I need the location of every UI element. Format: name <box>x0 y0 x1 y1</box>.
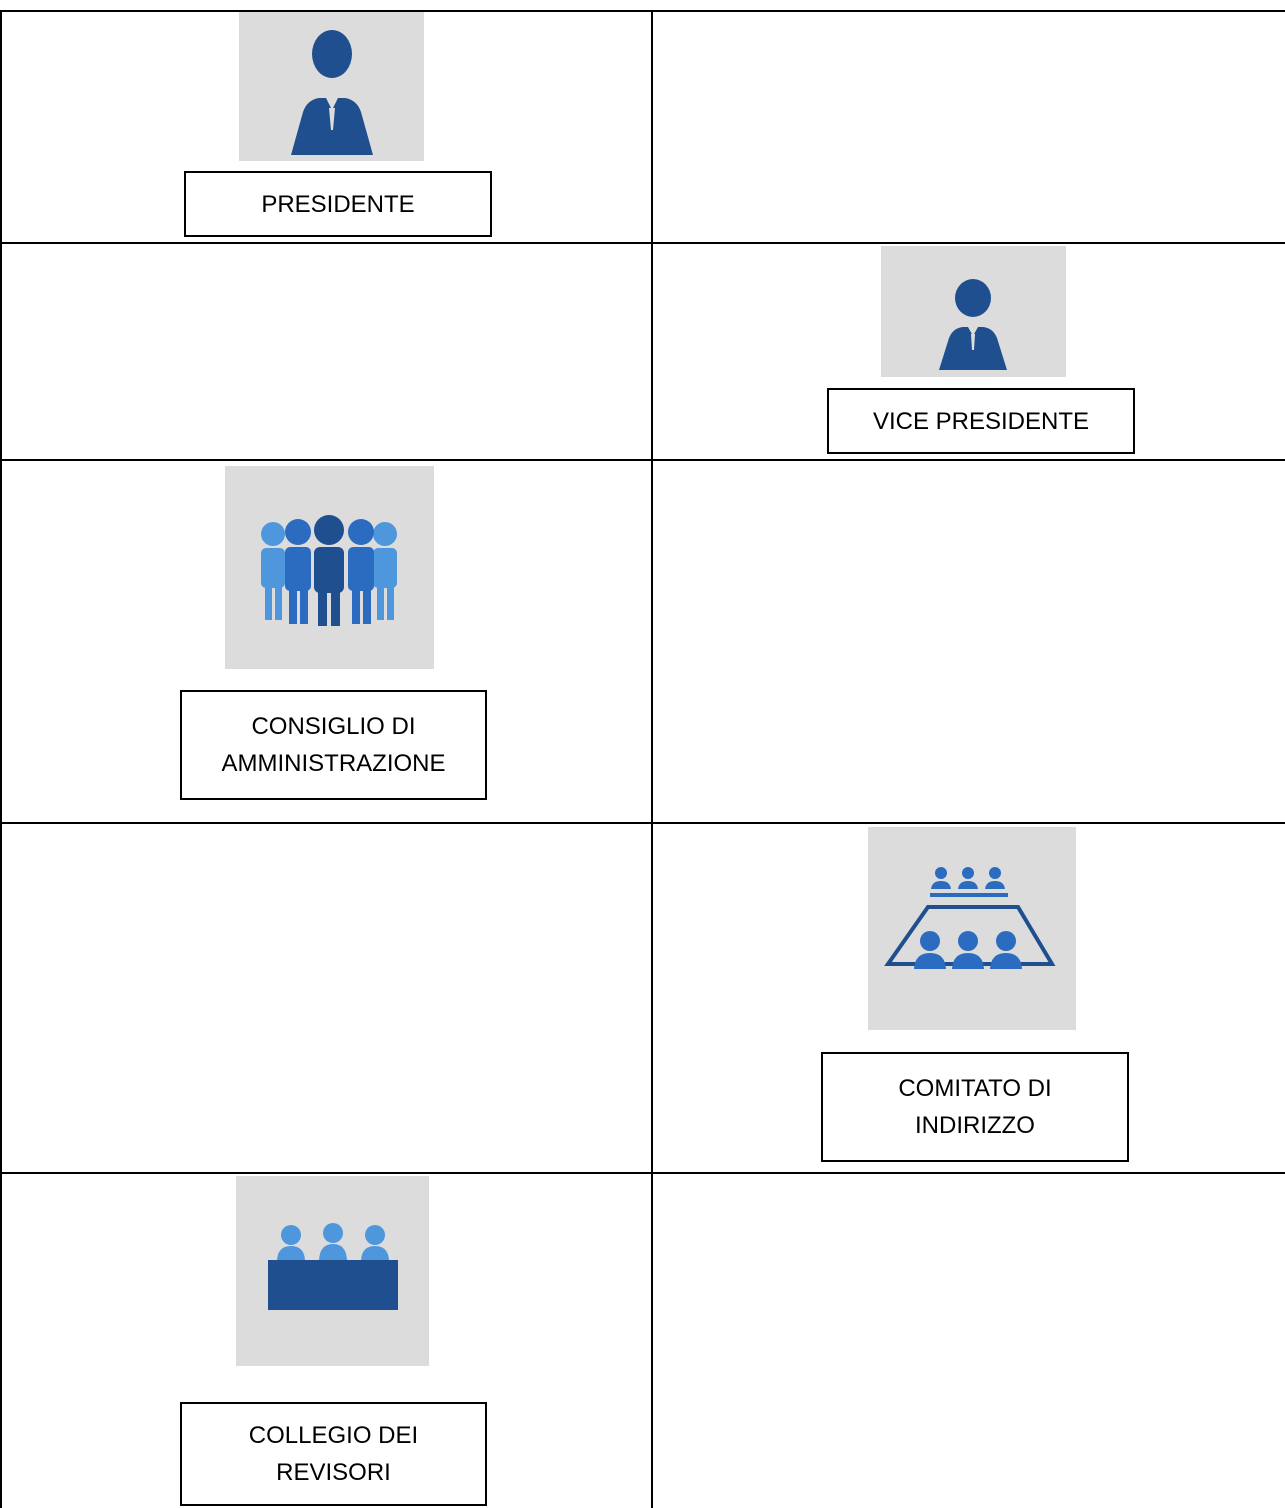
president-icon <box>239 12 424 161</box>
person-icon <box>291 30 373 155</box>
label-text: CONSIGLIO DI AMMINISTRAZIONE <box>221 708 445 782</box>
label-line: PRESIDENTE <box>261 190 415 218</box>
label-line: VICE PRESIDENTE <box>872 407 1090 435</box>
label-vice-presidente: VICE PRESIDENTE <box>827 388 1135 454</box>
board-icon <box>225 466 434 669</box>
label-line: COLLEGIO DEI <box>248 1422 419 1449</box>
person-icon <box>939 279 1007 370</box>
label-consiglio-di-amministrazione: CONSIGLIO DI AMMINISTRAZIONE <box>180 690 487 800</box>
label-line: AMMINISTRAZIONE <box>221 750 446 777</box>
vice-president-icon <box>881 246 1066 377</box>
table-border-left <box>0 10 2 1508</box>
label-presidente: PRESIDENTE <box>184 171 492 237</box>
row-divider <box>0 459 1285 461</box>
committee-icon <box>868 827 1076 1030</box>
label-line: REVISORI <box>276 1459 391 1486</box>
label-line: INDIRIZZO <box>914 1112 1035 1139</box>
label-text: COMITATO DI INDIRIZZO <box>898 1070 1051 1144</box>
table-border-top <box>0 10 1285 12</box>
label-comitato-di-indirizzo: COMITATO DI INDIRIZZO <box>821 1052 1129 1162</box>
label-line: COMITATO DI <box>898 1075 1052 1102</box>
label-text: COLLEGIO DEI REVISORI <box>249 1417 418 1491</box>
panel-desk-icon <box>268 1223 398 1310</box>
conference-table-icon <box>884 867 1056 969</box>
label-collegio-dei-revisori: COLLEGIO DEI REVISORI <box>180 1402 487 1506</box>
row-divider <box>0 242 1285 244</box>
auditors-icon <box>236 1176 429 1366</box>
row-divider <box>0 1172 1285 1174</box>
label-line: CONSIGLIO DI <box>251 713 416 740</box>
column-divider <box>651 10 653 1508</box>
people-group-icon <box>261 515 397 626</box>
row-divider <box>0 822 1285 824</box>
